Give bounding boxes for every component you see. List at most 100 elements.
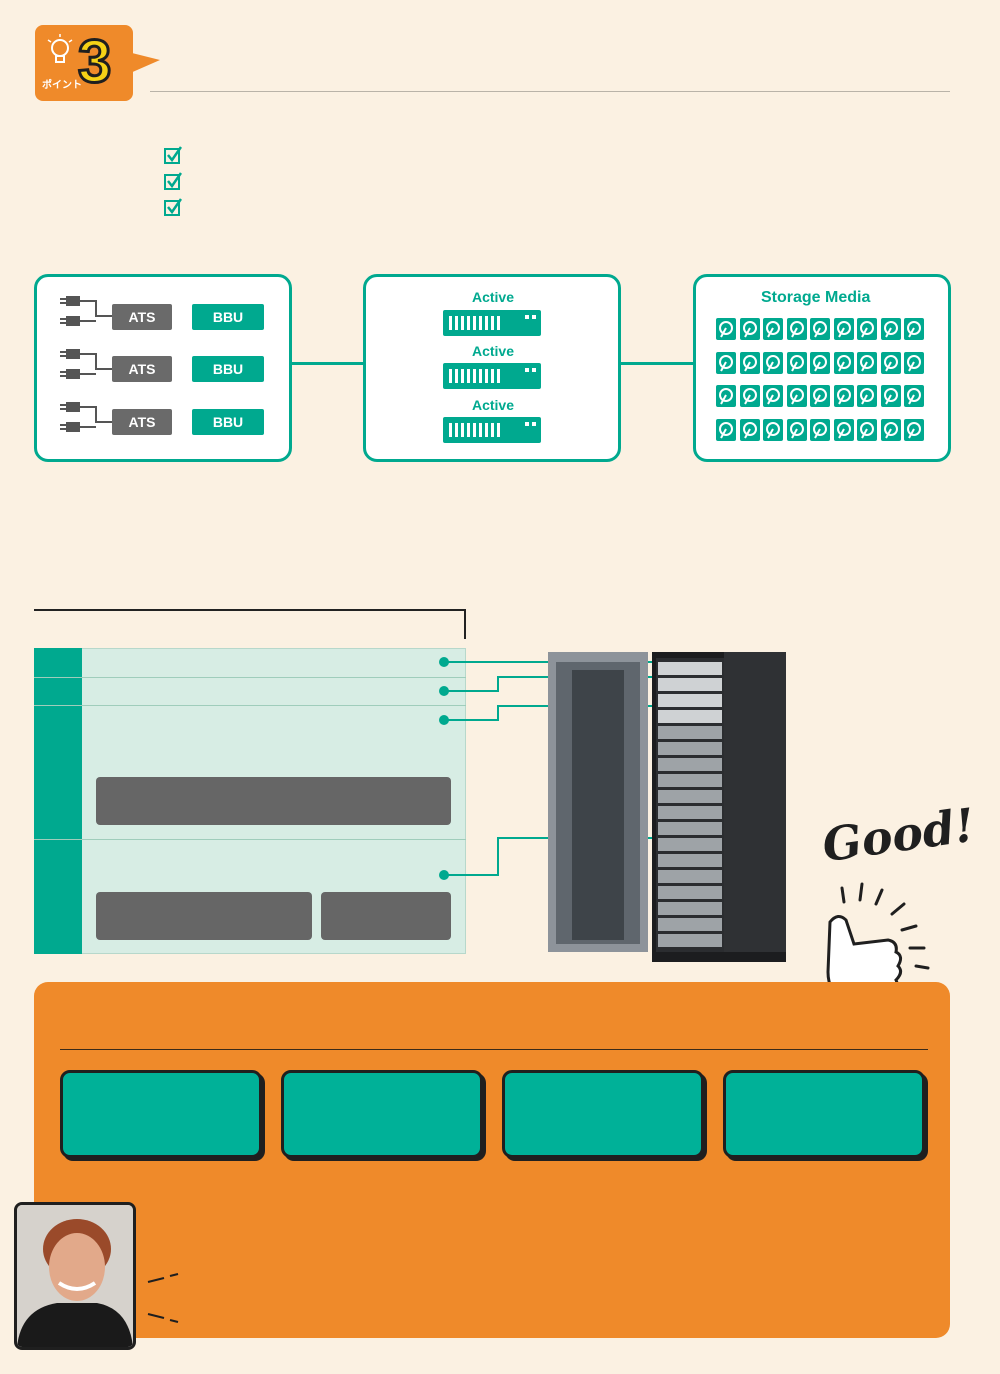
disk-icon <box>904 385 924 407</box>
disk-icon <box>786 351 807 374</box>
storage-rack-image <box>548 652 786 962</box>
ats-label: ATS <box>112 304 172 330</box>
checkbox-icon <box>164 172 182 190</box>
active-label: Active <box>471 289 515 305</box>
rack-unit <box>658 806 722 819</box>
table-row-divider <box>34 839 466 840</box>
spec-box <box>321 892 451 940</box>
disk-icon <box>810 318 830 340</box>
server-icon <box>443 310 541 336</box>
server-icon <box>443 363 541 389</box>
disk-icon <box>880 385 901 407</box>
feature-card <box>502 1070 704 1158</box>
lightbulb-icon <box>47 34 73 63</box>
disk-icon <box>763 318 783 340</box>
bbu-label: BBU <box>192 409 264 435</box>
spec-box <box>96 777 451 825</box>
disk-icon <box>739 418 760 441</box>
active-label: Active <box>471 397 515 413</box>
disk-icon <box>904 318 924 340</box>
rack-unit <box>658 726 722 739</box>
disk-icon <box>904 351 924 374</box>
bbu-label: BBU <box>192 356 264 382</box>
disk-icon <box>833 351 854 374</box>
good-text: Good! <box>818 797 979 873</box>
rack-unit <box>658 886 722 899</box>
feature-card <box>60 1070 262 1158</box>
disk-icon <box>716 418 736 441</box>
header-rule <box>150 91 950 92</box>
power-plug-icon <box>60 296 114 326</box>
disk-icon <box>857 385 877 407</box>
rack-unit <box>658 854 722 867</box>
rack-unit <box>658 710 722 723</box>
disk-icon <box>786 385 807 407</box>
summary-rule <box>60 1049 928 1050</box>
rack-unit <box>658 742 722 755</box>
disk-icon <box>739 385 760 407</box>
storage-title: Storage Media <box>761 289 871 306</box>
disk-icon <box>880 351 901 374</box>
disk-icon <box>716 318 736 340</box>
disk-icon <box>739 318 760 340</box>
disk-icon <box>716 351 736 374</box>
ats-label: ATS <box>112 409 172 435</box>
disk-icon <box>833 385 854 407</box>
disk-icon <box>904 418 924 441</box>
rack-unit <box>658 902 722 915</box>
disk-icon <box>716 385 736 407</box>
rack-unit <box>658 790 722 803</box>
power-plug-icon <box>60 349 114 379</box>
active-label: Active <box>471 343 515 359</box>
diagram-connector <box>621 362 694 365</box>
server-icon <box>443 417 541 443</box>
rack-unit <box>658 662 722 675</box>
rack-unit <box>658 870 722 883</box>
rack-unit <box>658 838 722 851</box>
disk-icon <box>763 385 783 407</box>
feature-card <box>723 1070 925 1158</box>
power-plug-icon <box>60 402 114 432</box>
summary-panel <box>34 982 950 1338</box>
checkbox-icon <box>164 146 182 164</box>
rack-unit <box>658 694 722 707</box>
spec-box <box>96 892 312 940</box>
disk-icon <box>810 385 830 407</box>
diagram-connector <box>292 362 364 365</box>
rack-unit <box>658 774 722 787</box>
disk-icon <box>880 418 901 441</box>
author-avatar <box>14 1202 136 1350</box>
disk-icon <box>833 418 854 441</box>
speech-lines-icon <box>147 1273 179 1323</box>
storage-disk-grid <box>716 318 928 444</box>
disk-icon <box>810 351 830 374</box>
disk-icon <box>857 351 877 374</box>
disk-icon <box>880 318 901 340</box>
disk-icon <box>739 351 760 374</box>
checkbox-icon <box>164 198 182 216</box>
rack-unit <box>658 934 722 947</box>
disk-icon <box>857 318 877 340</box>
disk-icon <box>763 418 783 441</box>
point-badge-tail <box>128 52 160 74</box>
thumbs-up-icon <box>826 882 930 1002</box>
point-number: 3 <box>76 27 112 97</box>
table-rule-tick <box>464 609 466 639</box>
disk-icon <box>786 418 807 441</box>
disk-icon <box>857 418 877 441</box>
rack-unit <box>658 758 722 771</box>
table-row-divider <box>34 677 466 678</box>
bbu-label: BBU <box>192 304 264 330</box>
rack-unit <box>658 678 722 691</box>
feature-card <box>281 1070 483 1158</box>
disk-icon <box>786 318 807 340</box>
disk-icon <box>763 351 783 374</box>
rack-unit <box>658 822 722 835</box>
spec-table-sidebar <box>34 648 82 954</box>
ats-label: ATS <box>112 356 172 382</box>
point-badge <box>35 25 133 101</box>
rack-unit <box>658 918 722 931</box>
table-row-divider <box>34 705 466 706</box>
disk-icon <box>810 418 830 441</box>
disk-icon <box>833 318 854 340</box>
